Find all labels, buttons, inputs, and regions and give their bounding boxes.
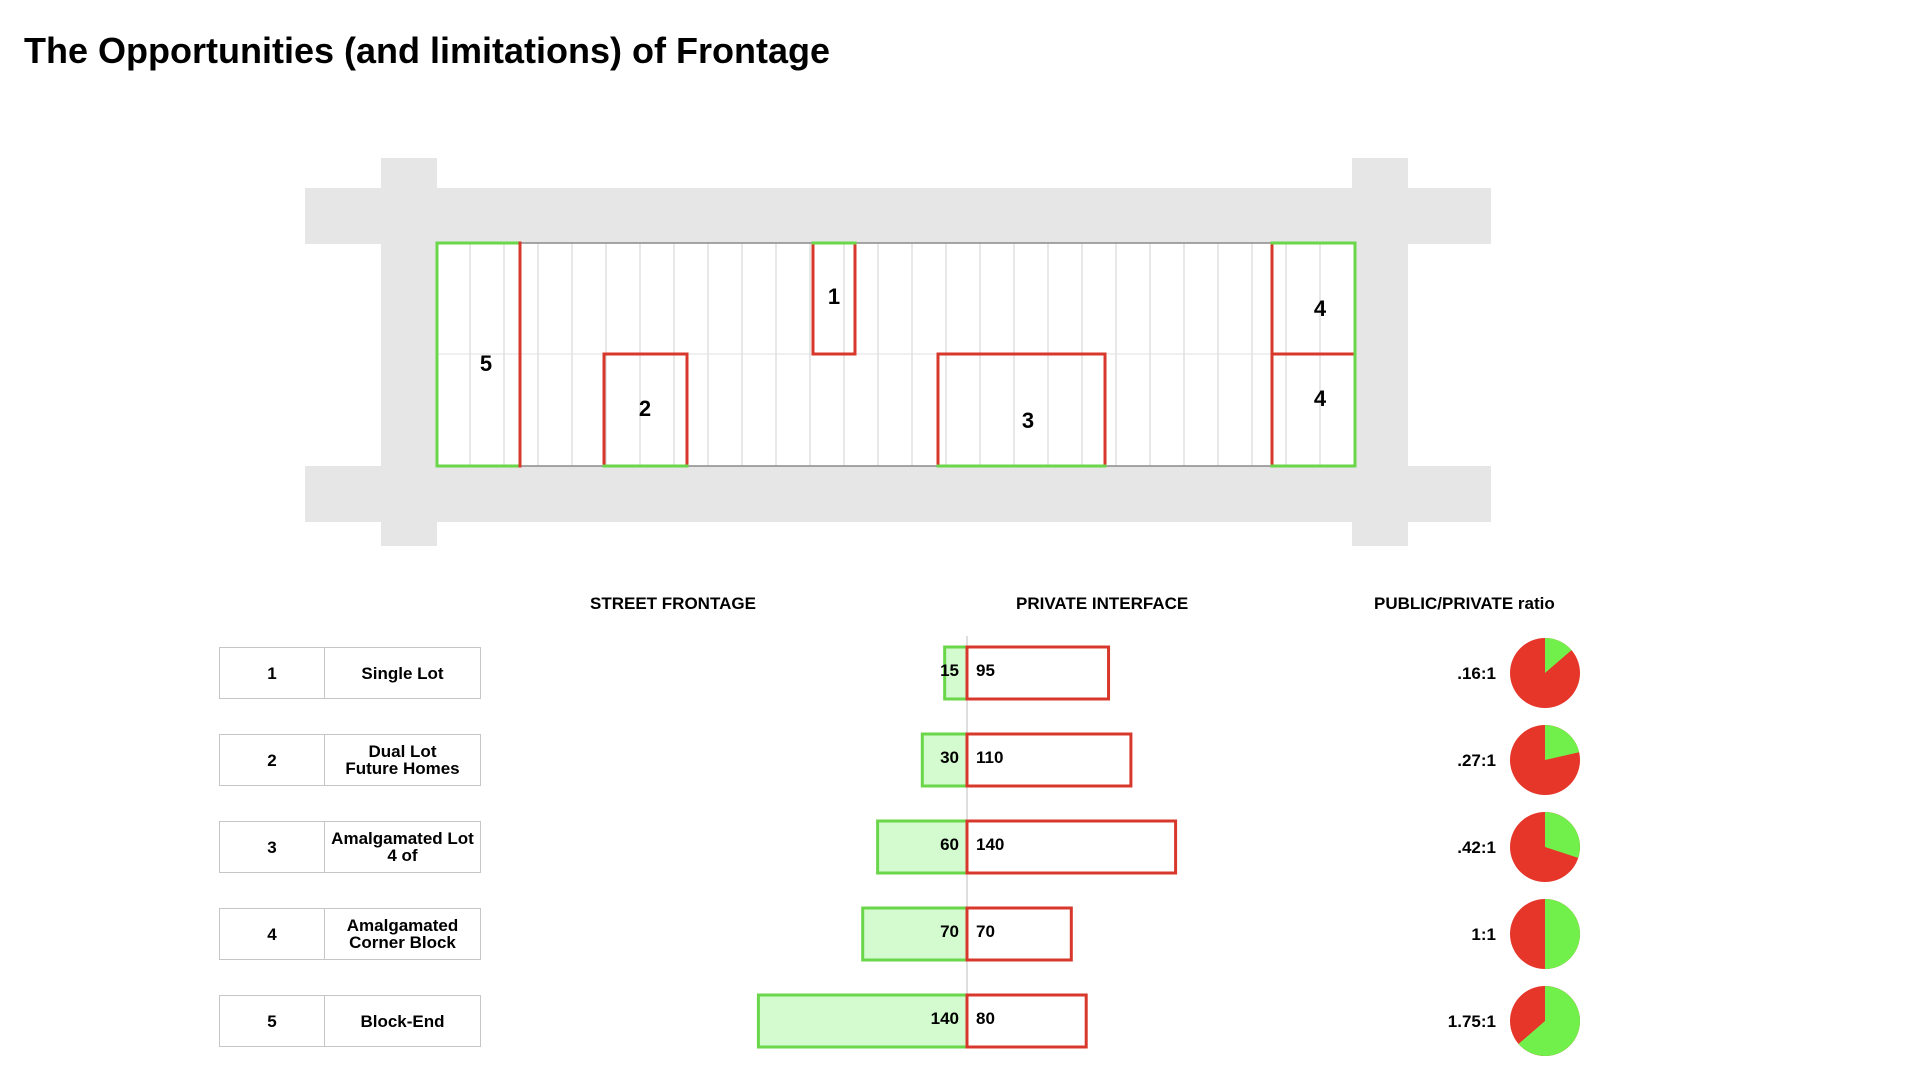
- ratio-value: .27:1: [1457, 751, 1496, 770]
- row-name-cell: Single Lot: [324, 647, 481, 699]
- plan-lot-label: 1: [828, 284, 840, 309]
- row-id-cell: 1: [219, 647, 325, 699]
- street-frontage-value: 30: [940, 748, 959, 767]
- ratio-value: 1:1: [1471, 925, 1496, 944]
- private-interface-bar: [965, 819, 1178, 875]
- street-frontage-value: 140: [930, 1009, 959, 1028]
- header-ratio: PUBLIC/PRIVATE ratio: [1374, 594, 1555, 613]
- ratio-pie-public: [1518, 986, 1580, 1056]
- page-title: The Opportunities (and limitations) of F…: [24, 30, 830, 71]
- private-interface-bar: [965, 645, 1111, 701]
- block-plan-diagram: 1 2 3 4 4 5: [305, 158, 1491, 546]
- street-frontage-bar: [756, 993, 969, 1049]
- chart-row: [756, 986, 1580, 1056]
- street-frontage-bar: [920, 732, 969, 788]
- road-network: [305, 158, 1491, 546]
- row-id-cell: 3: [219, 821, 325, 873]
- private-interface-value: 70: [976, 922, 995, 941]
- private-interface-value: 95: [976, 661, 995, 680]
- header-street-frontage: STREET FRONTAGE: [590, 594, 756, 613]
- private-interface-bar: [965, 732, 1133, 788]
- plan-labels: 1 2 3 4 4 5: [480, 284, 1327, 433]
- chart-row: [861, 899, 1580, 969]
- ratio-value: .42:1: [1457, 838, 1496, 857]
- plan-lot-label: 4: [1314, 296, 1327, 321]
- ratio-value: 1.75:1: [1447, 1012, 1496, 1031]
- plan-lot-label: 5: [480, 351, 492, 376]
- private-interface-value: 80: [976, 1009, 995, 1028]
- row-id-cell: 2: [219, 734, 325, 786]
- private-interface-bar: [965, 993, 1088, 1049]
- street-frontage-value: 15: [940, 661, 959, 680]
- street-frontage-bar: [861, 906, 969, 962]
- plan-lot-label: 4: [1314, 386, 1327, 411]
- chart-row: [876, 812, 1581, 882]
- row-id-cell: 5: [219, 995, 325, 1047]
- row-name-cell: Dual Lot Future Homes: [324, 734, 481, 786]
- lot-grid: [436, 242, 1354, 467]
- ratio-pie-public: [1545, 899, 1580, 969]
- street-frontage-value: 70: [940, 922, 959, 941]
- chart-row: [943, 638, 1580, 708]
- ratio-pie-public: [1545, 812, 1581, 858]
- ratio-value: .16:1: [1457, 664, 1496, 683]
- plan-lot-label: 2: [639, 396, 651, 421]
- private-interface-value: 140: [976, 835, 1005, 854]
- header-private-interface: PRIVATE INTERFACE: [1016, 594, 1189, 613]
- plan-lot-label: 3: [1022, 408, 1034, 433]
- street-frontage-value: 60: [940, 835, 959, 854]
- frontage-highlights: [435, 241, 1357, 468]
- private-interface-value: 110: [976, 748, 1004, 767]
- row-id-cell: 4: [219, 908, 325, 960]
- ratio-pie-public: [1545, 638, 1572, 673]
- row-name-cell: Block-End: [324, 995, 481, 1047]
- row-name-cell: Amalgamated Corner Block: [324, 908, 481, 960]
- private-interface-bar: [965, 906, 1073, 962]
- chart-row: [920, 725, 1580, 795]
- ratio-pie-public: [1545, 725, 1580, 760]
- row-name-cell: Amalgamated Lot 4 of: [324, 821, 481, 873]
